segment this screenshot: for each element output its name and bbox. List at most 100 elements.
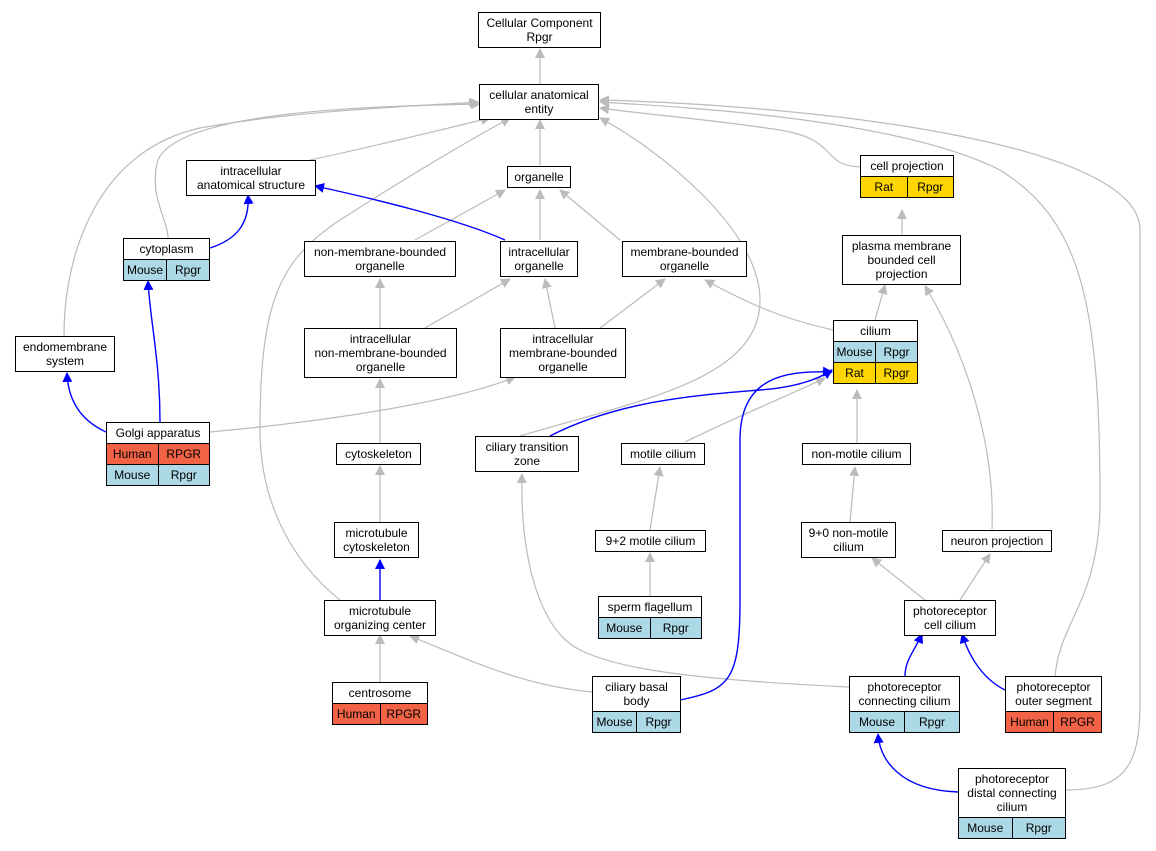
node-endomembrane-system[interactable]: endomembrane system	[15, 336, 115, 372]
edge-mbo-organelle	[559, 189, 621, 241]
node-organelle[interactable]: organelle	[507, 166, 571, 188]
edge-prcc-nm90	[871, 557, 926, 601]
edge-cellproj-cae	[599, 104, 861, 168]
node-9-0-non-motile-cilium[interactable]: 9+0 non-motile cilium	[801, 522, 896, 558]
edge-imbo-mbo	[599, 278, 666, 329]
edge-golgi-endomem-partof	[62, 372, 107, 433]
node-photoreceptor-distal-connecting-cilium[interactable]: photoreceptor distal connecting cilium M…	[958, 768, 1066, 839]
annotation-row: Mouse Rpgr	[107, 464, 209, 485]
edge-pros-cae	[599, 97, 1101, 677]
node-label: Golgi apparatus	[115, 426, 201, 440]
gene-cell: RPGR	[157, 444, 209, 464]
edge-mtoc-cae	[259, 117, 511, 601]
node-intracellular-organelle[interactable]: intracellular organelle	[500, 241, 578, 277]
node-label: cytoskeleton	[345, 447, 412, 461]
node-label: microtubule cytoskeleton	[343, 526, 410, 554]
species-cell: Mouse	[834, 342, 875, 362]
node-photoreceptor-outer-segment[interactable]: photoreceptor outer segment Human RPGR	[1005, 676, 1102, 733]
node-intracellular-non-membrane-bounded-organelle[interactable]: intracellular non-membrane-bounded organ…	[304, 328, 457, 378]
node-label: photoreceptor distal connecting cilium	[967, 772, 1057, 814]
node-golgi-apparatus[interactable]: Golgi apparatus Human RPGR Mouse Rpgr	[106, 422, 210, 486]
node-label: endomembrane system	[22, 340, 108, 368]
node-photoreceptor-connecting-cilium[interactable]: photoreceptor connecting cilium Mouse Rp…	[849, 676, 960, 733]
node-ciliary-transition-zone[interactable]: ciliary transition zone	[475, 436, 579, 472]
edge-pros-prcc-partof	[959, 633, 1006, 691]
annotation-row: Mouse Rpgr	[959, 817, 1065, 838]
node-cytoplasm[interactable]: cytoplasm Mouse Rpgr	[123, 238, 210, 281]
node-non-motile-cilium[interactable]: non-motile cilium	[802, 443, 911, 465]
node-sperm-flagellum[interactable]: sperm flagellum Mouse Rpgr	[598, 596, 702, 639]
gene-cell: RPGR	[1053, 712, 1101, 732]
edge-imbo-io	[541, 278, 556, 329]
node-label: Cellular Component Rpgr	[486, 16, 593, 44]
node-label: 9+0 non-motile cilium	[808, 526, 889, 554]
edge-ctz-cilium-partof	[549, 369, 833, 437]
node-centrosome[interactable]: centrosome Human RPGR	[332, 682, 428, 725]
gene-cell: Rpgr	[904, 712, 959, 732]
node-intracellular-membrane-bounded-organelle[interactable]: intracellular membrane-bounded organelle	[500, 328, 626, 378]
node-label: non-motile cilium	[811, 447, 902, 461]
species-cell: Rat	[861, 177, 907, 197]
node-label: sperm flagellum	[607, 600, 693, 614]
edge-cytoplasm-cae	[154, 99, 481, 239]
node-cell-projection[interactable]: cell projection Rat Rpgr	[860, 155, 954, 198]
species-cell: Mouse	[124, 260, 166, 280]
species-cell: Human	[1006, 712, 1053, 732]
annotation-row: Mouse Rpgr	[599, 617, 701, 638]
node-label: non-membrane-bounded organelle	[313, 245, 447, 273]
annotation-row: Rat Rpgr	[861, 176, 953, 197]
node-microtubule-cytoskeleton[interactable]: microtubule cytoskeleton	[334, 522, 419, 558]
node-label: centrosome	[348, 686, 412, 700]
edge-inmbo-io	[424, 278, 511, 329]
node-9-2-motile-cilium[interactable]: 9+2 motile cilium	[595, 530, 706, 552]
node-label: plasma membrane bounded cell projection	[851, 239, 952, 281]
annotation-row: Rat Rpgr	[834, 362, 917, 383]
edge-nmbo-organelle	[414, 189, 506, 241]
edge-cytoplasm-ias-partof	[209, 194, 254, 249]
node-label: cell projection	[870, 159, 944, 173]
species-cell: Mouse	[959, 818, 1012, 838]
annotation-row: Human RPGR	[333, 703, 427, 724]
edge-ctz-cae	[519, 117, 761, 437]
node-label: cilium	[860, 324, 891, 338]
edge-prcc-neuronproj	[959, 553, 991, 601]
edge-neuronproj-pmbcp	[924, 285, 993, 530]
edge-prdist-cae	[599, 95, 1141, 791]
node-plasma-membrane-bounded-cell-projection[interactable]: plasma membrane bounded cell projection	[842, 235, 961, 285]
node-label: motile cilium	[629, 447, 696, 461]
edge-ias-cae	[309, 115, 491, 161]
annotation-row: Mouse Rpgr	[850, 711, 959, 732]
node-cilium[interactable]: cilium Mouse Rpgr Rat Rpgr	[833, 320, 918, 384]
node-cytoskeleton[interactable]: cytoskeleton	[336, 443, 421, 465]
species-cell: Mouse	[107, 465, 158, 485]
node-neuron-projection[interactable]: neuron projection	[942, 530, 1052, 552]
node-cellular-component-rpgr[interactable]: Cellular Component Rpgr	[478, 12, 601, 48]
gene-cell: Rpgr	[906, 177, 953, 197]
gene-cell: Rpgr	[1011, 818, 1065, 838]
node-label: 9+2 motile cilium	[605, 534, 696, 548]
gene-cell: Rpgr	[166, 260, 209, 280]
node-cellular-anatomical-entity[interactable]: cellular anatomical entity	[479, 84, 599, 120]
node-label: photoreceptor connecting cilium	[858, 680, 951, 708]
gene-cell: Rpgr	[875, 342, 917, 362]
gene-cell: Rpgr	[875, 363, 917, 383]
edge-golgi-cytoplasm-partof	[143, 280, 161, 423]
node-label: intracellular membrane-bounded organelle	[508, 332, 618, 374]
node-label: photoreceptor cell cilium	[912, 604, 988, 632]
node-motile-cilium[interactable]: motile cilium	[621, 443, 705, 465]
node-photoreceptor-cell-cilium[interactable]: photoreceptor cell cilium	[904, 600, 996, 636]
node-non-membrane-bounded-organelle[interactable]: non-membrane-bounded organelle	[304, 241, 456, 277]
species-cell: Mouse	[599, 618, 650, 638]
node-label: neuron projection	[950, 534, 1044, 548]
node-label: cellular anatomical entity	[489, 88, 589, 116]
node-membrane-bounded-organelle[interactable]: membrane-bounded organelle	[622, 241, 747, 277]
species-cell: Human	[333, 704, 380, 724]
annotation-row: Mouse Rpgr	[124, 259, 209, 280]
node-label: intracellular non-membrane-bounded organ…	[314, 332, 447, 374]
annotation-row: Mouse Rpgr	[834, 341, 917, 362]
node-label: intracellular organelle	[508, 245, 570, 273]
node-intracellular-anatomical-structure[interactable]: intracellular anatomical structure	[186, 160, 316, 196]
node-microtubule-organizing-center[interactable]: microtubule organizing center	[324, 600, 436, 636]
annotation-row: Human RPGR	[107, 443, 209, 464]
node-ciliary-basal-body[interactable]: ciliary basal body Mouse Rpgr	[592, 676, 681, 733]
